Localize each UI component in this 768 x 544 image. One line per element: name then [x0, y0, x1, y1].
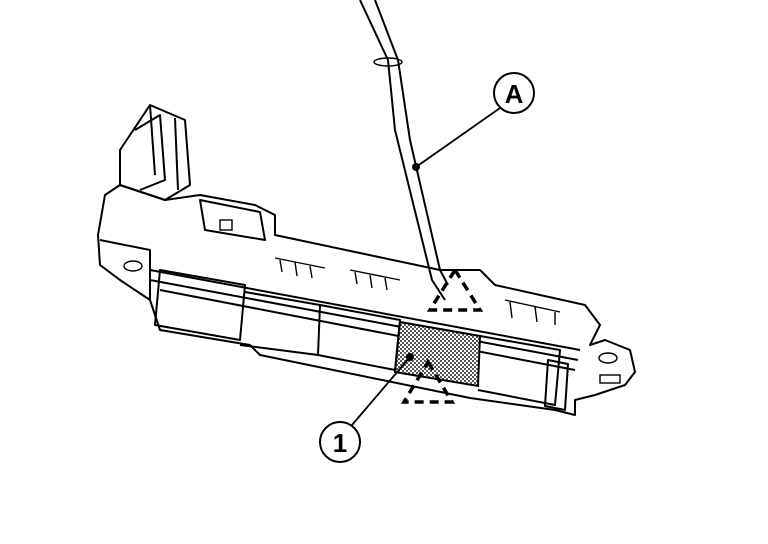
- callout-tool: A: [412, 72, 535, 171]
- removal-tool: [359, 0, 449, 301]
- switch-buttons: [154, 269, 569, 411]
- connector: [119, 104, 191, 201]
- callout-part: 1: [319, 353, 414, 463]
- caution-triangle-icon: [400, 358, 456, 404]
- callout-label-1: 1: [333, 428, 347, 458]
- target-switch: [393, 320, 482, 388]
- switch-housing: [97, 184, 636, 416]
- caution-triangle-icon: [426, 266, 484, 312]
- callout-label-a: A: [505, 79, 524, 109]
